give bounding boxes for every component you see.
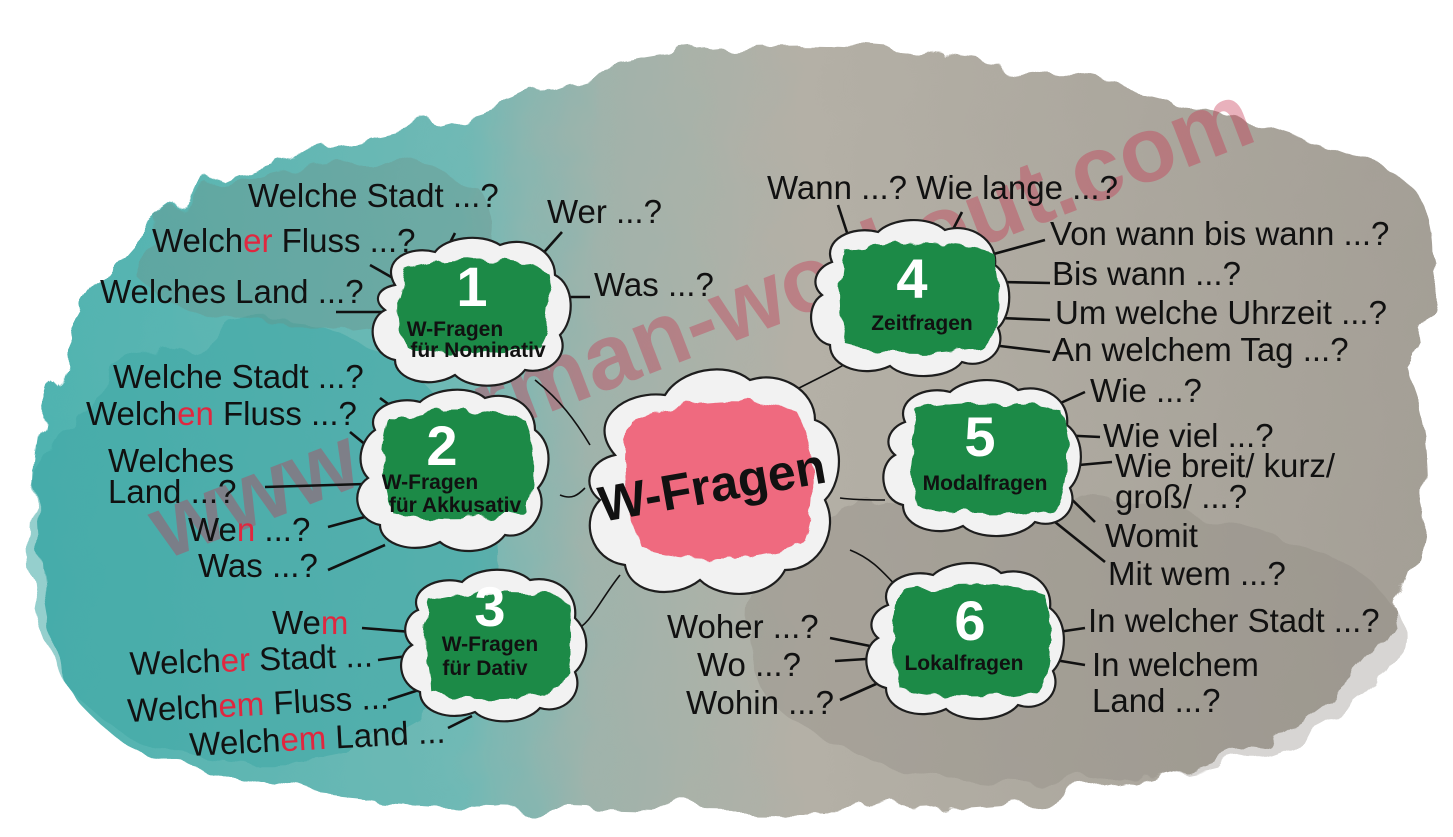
group-2-question: Was ...? xyxy=(198,547,318,584)
group-2-label-2: für Akkusativ xyxy=(389,494,522,517)
group-3-question: Welcher Stadt ... xyxy=(129,637,373,682)
group-5-question: groß/ ...? xyxy=(1115,478,1247,515)
group-6-highlight xyxy=(893,585,1052,697)
group-1-highlight xyxy=(398,258,551,353)
group-6-number: 6 xyxy=(954,589,985,652)
group-6-question: Wohin ...? xyxy=(686,684,834,721)
group-5-question: Wie ...? xyxy=(1090,372,1202,409)
group-1-question: Welches Land ...? xyxy=(100,273,364,310)
group-3-question: Welchem Land ... xyxy=(188,713,446,763)
group-5-highlight xyxy=(910,402,1069,514)
group-1-question: Wer ...? xyxy=(547,193,662,230)
group-2-question: Wen ...? xyxy=(188,511,310,548)
group-6-question: Woher ...? xyxy=(667,608,819,645)
group-5-question: Wie viel ...? xyxy=(1103,417,1274,454)
group-4-question: Wann ...? Wie lange ...? xyxy=(767,169,1118,206)
group-2-label: W-Fragen xyxy=(382,471,478,494)
group-1-question: Welche Stadt ...? xyxy=(248,177,499,214)
group-2-akkusativ: 2 W-Fragen für Akkusativ Welche Stadt ..… xyxy=(86,358,550,584)
group-1-label: W-Fragen xyxy=(407,318,503,341)
group-2-question: Welches xyxy=(108,442,234,479)
group-1-nominativ: 1 W-Fragen für Nominativ Welche Stadt ..… xyxy=(100,177,714,387)
group-1-number: 1 xyxy=(456,255,487,318)
group-4-connectors xyxy=(836,204,1051,354)
group-1-label-2: für Nominativ xyxy=(410,339,546,362)
group-6-question: In welchem xyxy=(1092,646,1259,683)
group-5-question: Mit wem ...? xyxy=(1108,555,1286,592)
group-2-question: Land ...? xyxy=(108,473,236,510)
group-3-label: W-Fragen xyxy=(442,633,538,656)
group-3-number: 3 xyxy=(474,575,505,638)
group-4-question: Um welche Uhrzeit ...? xyxy=(1055,294,1387,331)
center-node: W-Fragen xyxy=(588,368,841,596)
group-3-label-2: für Dativ xyxy=(442,657,528,680)
group-6-lokalfragen: 6 Lokalfragen Woher ...? Wo ...? Wohin .… xyxy=(667,561,1380,721)
group-5-label: Modalfragen xyxy=(923,472,1048,495)
group-4-question: An welchem Tag ...? xyxy=(1052,331,1349,368)
group-5-question: Womit xyxy=(1105,517,1198,554)
group-5-modalfragen: 5 Modalfragen Wie ...? Wie viel ...? Wie… xyxy=(882,372,1336,592)
group-4-label: Zeitfragen xyxy=(871,312,973,335)
group-4-question: Bis wann ...? xyxy=(1052,255,1241,292)
group-4-number: 4 xyxy=(896,247,927,310)
center-highlight xyxy=(625,401,814,559)
group-1-question: Was ...? xyxy=(594,266,714,303)
group-5-question: Wie breit/ kurz/ xyxy=(1115,447,1336,484)
group-2-number: 2 xyxy=(426,414,457,477)
group-6-question: Wo ...? xyxy=(697,646,801,683)
group-4-zeitfragen: 4 Zeitfragen Wann ...? Wie lange ...? Vo… xyxy=(767,169,1389,378)
group-5-number: 5 xyxy=(964,405,995,468)
group-3-highlight xyxy=(424,592,572,700)
group-4-question: Von wann bis wann ...? xyxy=(1050,215,1389,252)
group-1-question: Welcher Fluss ...? xyxy=(152,222,415,259)
group-6-label: Lokalfragen xyxy=(904,652,1023,675)
group-4-highlight xyxy=(840,242,999,354)
group-3-question: Wem xyxy=(272,604,348,641)
group-3-dativ: 3 W-Fragen für Dativ Wem Welcher Stadt .… xyxy=(126,568,588,763)
group-6-question: Land ...? xyxy=(1092,682,1220,719)
group-3-question: Welchem Fluss ... xyxy=(126,678,389,729)
group-2-question: Welche Stadt ...? xyxy=(113,358,364,395)
group-2-question: Welchen Fluss ...? xyxy=(86,395,357,432)
group-2-highlight xyxy=(383,411,534,520)
group-6-question: In welcher Stadt ...? xyxy=(1088,602,1380,639)
